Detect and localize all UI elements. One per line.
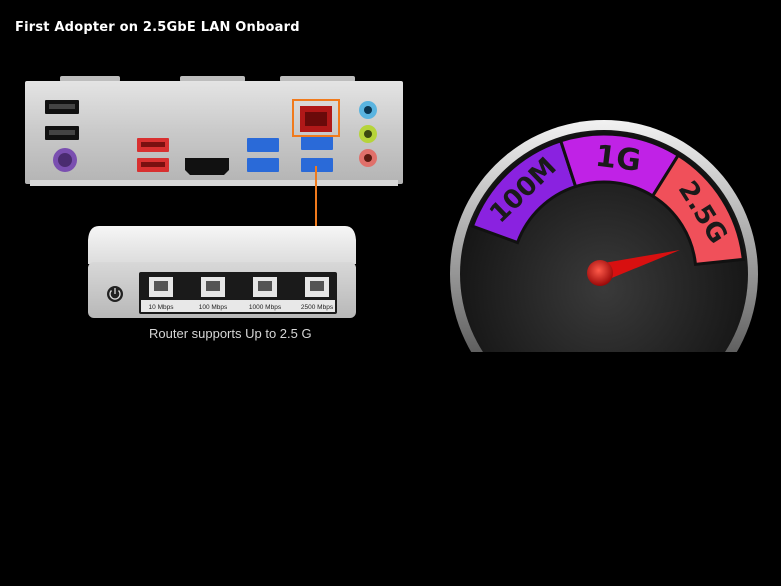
usb-port xyxy=(247,138,279,152)
usb-port xyxy=(301,158,333,172)
lan-port-highlight xyxy=(292,99,340,137)
router: 10 Mbps 100 Mbps 1000 Mbps 2500 Mbps xyxy=(88,226,356,318)
usb-port xyxy=(301,136,333,150)
router-port-label: 100 Mbps xyxy=(199,304,228,311)
usb-port xyxy=(247,158,279,172)
hdmi-port xyxy=(185,158,229,175)
rear-io-panel xyxy=(25,76,403,186)
router-port-1 xyxy=(149,277,173,297)
router-port-label: 2500 Mbps xyxy=(301,304,334,311)
gauge-segment-label: 1G xyxy=(593,139,642,179)
gauge-needle xyxy=(598,250,680,282)
gauge-hub xyxy=(587,260,613,286)
router-caption: Router supports Up to 2.5 G xyxy=(149,326,312,341)
router-port-4 xyxy=(305,277,329,297)
page-title: First Adopter on 2.5GbE LAN Onboard xyxy=(15,20,300,35)
router-port-label: 1000 Mbps xyxy=(249,304,282,311)
router-port-2 xyxy=(201,277,225,297)
router-port-label: 10 Mbps xyxy=(149,304,175,311)
router-port-3 xyxy=(253,277,277,297)
gauge-segment xyxy=(650,153,745,267)
